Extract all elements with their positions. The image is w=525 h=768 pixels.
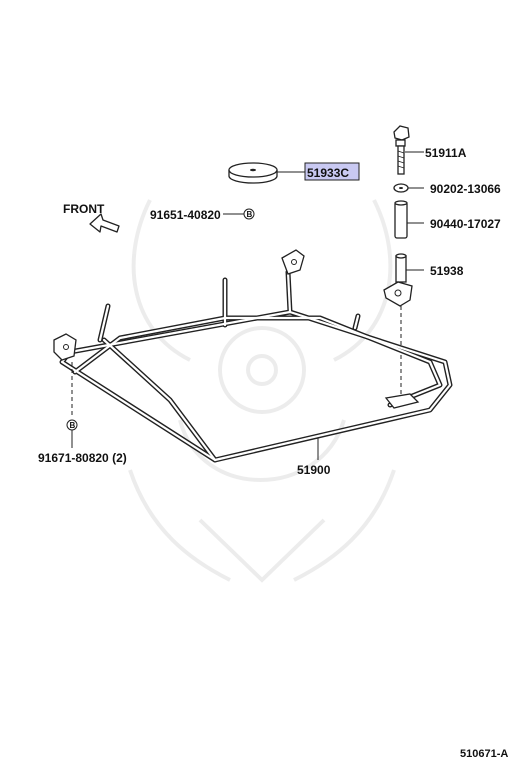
diagram-reference-code: 510671-A [460,748,508,760]
marker-b-label: B [247,210,253,219]
bracket-part-51938 [383,253,413,307]
marker-b-label-lower: B [70,421,76,430]
bolt-part-51911a [393,125,410,175]
part-label-90202-13066[interactable]: 90202-13066 [430,182,501,196]
part-label-51938[interactable]: 51938 [430,264,464,278]
part-label-51900[interactable]: 51900 [297,463,331,477]
marker-b-circle [243,208,255,220]
carrier-frame-part-51900 [53,249,453,463]
part-label-51933c[interactable]: 51933C [307,166,349,180]
front-label: FRONT [63,202,105,216]
part-label-91671-80820[interactable]: 91671-80820 (2) [38,451,127,465]
part-label-90440-17027[interactable]: 90440-17027 [430,217,501,231]
nut-part-90202-13066 [393,183,409,193]
front-arrow-icon [89,213,120,233]
watermark-logo [128,199,396,583]
part-highlight-51933c [304,162,360,181]
part-label-51911a[interactable]: 51911A [425,146,467,160]
pad-part-51933c [228,162,278,184]
collar-part-90440-17027 [394,200,408,239]
part-label-91651-40820[interactable]: 91651-40820 [150,208,221,222]
